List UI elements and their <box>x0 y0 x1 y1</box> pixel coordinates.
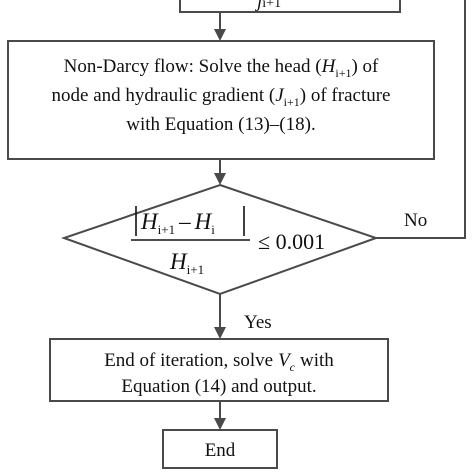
nondarcy-line-3: with Equation (13)–(18). <box>126 114 315 135</box>
no-label: No <box>404 210 427 231</box>
end-iteration-line-1-var: V <box>278 350 292 371</box>
numerator-sub2: i <box>211 222 215 237</box>
top-box-partial-text: i+1 <box>262 0 281 11</box>
nondarcy-line-1: Non-Darcy flow: Solve the head (Hi+1) of <box>64 56 379 80</box>
nondarcy-line-1-post: ) of <box>351 56 379 77</box>
decision-numerator: Hi+1–Hi <box>140 209 215 237</box>
top-box-hidden-prefix: j <box>254 0 262 12</box>
decision-threshold: ≤ 0.001 <box>258 229 325 254</box>
nondarcy-line-1-pre: Non-Darcy flow: Solve the head ( <box>64 56 322 77</box>
top-box-frame <box>179 0 401 13</box>
end-label: End <box>205 440 236 461</box>
denominator-h: H <box>169 249 188 274</box>
nondarcy-line-2-var: J <box>275 85 285 106</box>
decision-denominator: Hi+1 <box>169 249 204 277</box>
end-iteration-line-1-pre: End of iteration, solve <box>104 350 273 371</box>
nondarcy-line-2: node and hydraulic gradient (Ji+1) of fr… <box>52 85 391 109</box>
end-iteration-line-1-post: with <box>300 350 334 371</box>
numerator-h2: H <box>194 209 213 234</box>
nondarcy-box: Non-Darcy flow: Solve the head (Hi+1) of… <box>7 40 435 160</box>
numerator-h1: H <box>140 209 159 234</box>
end-box: End <box>162 429 278 469</box>
end-iteration-box-frame <box>49 338 389 402</box>
yes-label: Yes <box>244 312 272 333</box>
nondarcy-line-1-sub: i+1 <box>335 66 351 80</box>
numerator-sub1: i+1 <box>158 222 175 237</box>
nondarcy-line-2-post: ) of fracture <box>300 85 391 106</box>
end-box-frame <box>162 429 278 469</box>
top-box: ji+1 <box>179 0 401 13</box>
nondarcy-line-1-var: H <box>321 56 337 77</box>
numerator-minus: – <box>178 209 191 234</box>
denominator-sub: i+1 <box>187 262 204 277</box>
decision-node: Hi+1–Hi Hi+1 ≤ 0.001 <box>60 183 380 296</box>
connector-no-loop <box>376 0 466 239</box>
top-box-text: ji+1 <box>254 0 281 12</box>
nondarcy-line-2-sub: i+1 <box>284 95 300 109</box>
nondarcy-line-2-pre: node and hydraulic gradient ( <box>52 85 276 106</box>
nondarcy-box-frame <box>7 40 435 160</box>
end-iteration-line-1-sub: c <box>290 360 296 374</box>
end-iteration-line-2: Equation (14) and output. <box>121 376 316 397</box>
